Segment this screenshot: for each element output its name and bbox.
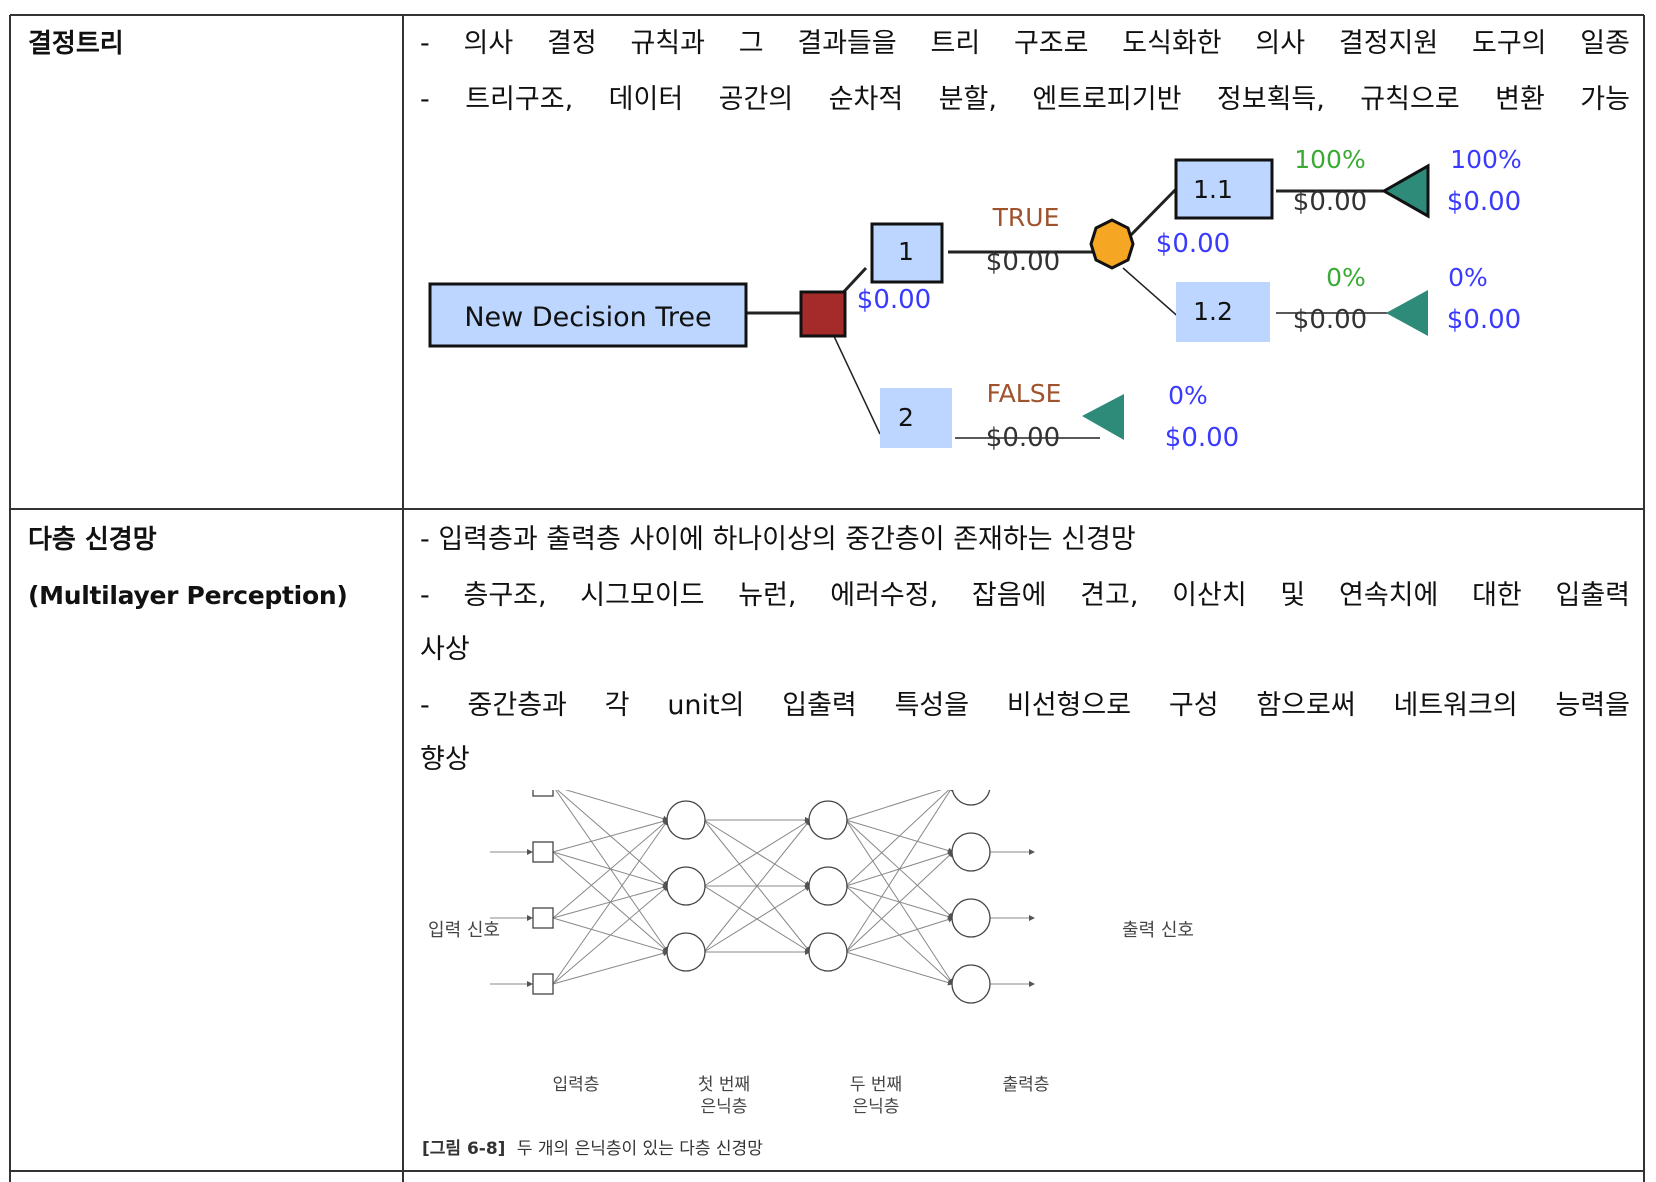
terminal-1-1-prob: 100% (1450, 145, 1521, 174)
terminal-node-2 (1082, 394, 1124, 440)
network-connection (845, 916, 954, 953)
network-connection (845, 790, 954, 821)
node-1-1-prob: 100% (1294, 145, 1365, 174)
network-connection (552, 885, 669, 985)
decision-value: $0.00 (857, 285, 931, 315)
input-neuron (532, 790, 554, 797)
figure-caption-tag: [그림 6-8] (422, 1139, 505, 1159)
chance-node (1089, 218, 1135, 270)
neural-network-diagram: 입력 신호 출력 신호 입력층 첫 번째 은닉층 두 번째 은닉층 출력층 [그… (422, 790, 1194, 1159)
network-connection (552, 819, 669, 919)
hidden-neuron (666, 932, 706, 972)
terminal-1-2-value: $0.00 (1447, 305, 1521, 335)
terminal-2-prob: 0% (1168, 381, 1208, 410)
decision-node (799, 290, 847, 338)
hidden-neuron (808, 866, 848, 906)
false-value: $0.00 (986, 423, 1060, 453)
layer-hidden1-label: 첫 번째 (698, 1075, 750, 1095)
root-node-box (428, 282, 748, 348)
network-connection (556, 790, 669, 887)
node-1-1-value: $0.00 (1293, 187, 1367, 217)
hidden-neuron (808, 932, 848, 972)
network-connection (552, 950, 669, 985)
root-node-label: New Decision Tree (464, 302, 711, 333)
description-line: - 입력층과 출력층 사이에 하나이상의 중간층이 존재하는 신경망 (420, 524, 1136, 555)
input-neuron (532, 973, 554, 995)
output-neuron (951, 898, 991, 938)
chance-value: $0.00 (1156, 229, 1230, 259)
network-connection (845, 790, 954, 953)
network-connection (552, 818, 669, 853)
network-connection (703, 885, 811, 953)
output-signal-label: 출력 신호 (1122, 920, 1194, 941)
table-border-left (9, 15, 11, 1182)
layer-hidden2-label: 은닉층 (853, 1097, 900, 1117)
node-1-2-prob: 0% (1326, 263, 1366, 292)
layer-hidden1-label: 은닉층 (701, 1097, 748, 1117)
node-1-box (870, 222, 944, 284)
input-neuron (532, 841, 554, 863)
network-connection (845, 851, 954, 953)
layer-input-label: 입력층 (553, 1075, 600, 1095)
description-line: - 층구조, 시그모이드 뉴런, 에러수정, 잡음에 견고, 이산치 및 연속치… (420, 580, 1630, 611)
description-line: - 트리구조, 데이터 공간의 순차적 분할, 엔트로피기반 정보획득, 규칙으… (420, 84, 1630, 115)
network-connection (845, 790, 954, 887)
true-value: $0.00 (986, 247, 1060, 277)
node-1-2-value: $0.00 (1293, 305, 1367, 335)
true-label: TRUE (992, 203, 1060, 232)
network-connection (703, 819, 811, 953)
node-1-1-label: 1.1 (1193, 175, 1233, 204)
node-1-1-box (1174, 158, 1274, 220)
hidden-neuron (666, 866, 706, 906)
layer-output-label: 출력층 (1003, 1075, 1050, 1095)
terminal-2-value: $0.00 (1165, 423, 1239, 453)
row-divider (10, 508, 1644, 510)
term-multilayer-network: 다층 신경망 (28, 525, 157, 555)
network-connection (845, 951, 954, 986)
node-1-label: 1 (898, 237, 914, 266)
terminal-1-1-value: $0.00 (1447, 187, 1521, 217)
node-2-label: 2 (898, 403, 914, 432)
table-border-top (10, 14, 1644, 16)
term-multilayer-network-sub: (Multilayer Perception) (28, 581, 348, 610)
input-neuron (532, 907, 554, 929)
node-1-2-box (1176, 282, 1270, 342)
network-connection (564, 790, 669, 822)
table-border-right (1643, 15, 1645, 1182)
layer-hidden2-label: 두 번째 (850, 1075, 902, 1095)
hidden-neuron (808, 800, 848, 840)
input-signal-label: 입력 신호 (428, 920, 500, 941)
description-line: 사상 (420, 634, 470, 665)
terminal-1-2-prob: 0% (1448, 263, 1488, 292)
output-neuron (951, 790, 991, 806)
description-line: - 중간층과 각 unit의 입출력 특성을 비선형으로 구성 함으로써 네트워… (420, 690, 1630, 721)
output-neuron (951, 832, 991, 872)
figure-caption-text: 두 개의 은닉층이 있는 다층 신경망 (517, 1139, 763, 1159)
network-connection (552, 819, 669, 985)
network-connection (703, 819, 811, 887)
decision-tree-diagram: New Decision Tree $0.00 1 TRUE $0.00 $0.… (428, 145, 1522, 453)
term-decision-tree: 결정트리 (28, 29, 124, 59)
row-divider (10, 1170, 1644, 1172)
hidden-neuron (666, 800, 706, 840)
false-label: FALSE (987, 379, 1062, 408)
figure-caption: [그림 6-8] 두 개의 은닉층이 있는 다층 신경망 (422, 1139, 763, 1159)
node-2-box (880, 388, 952, 448)
terminal-node-1-1 (1380, 163, 1430, 219)
output-neuron (951, 964, 991, 1004)
description-line: 향상 (420, 744, 470, 775)
node-1-2-label: 1.2 (1193, 297, 1233, 326)
description-line: - 의사 결정 규칙과 그 결과들을 트리 구조로 도식화한 의사 결정지원 도… (420, 28, 1630, 59)
terminal-node-1-2 (1386, 290, 1428, 336)
column-divider (402, 15, 404, 1182)
